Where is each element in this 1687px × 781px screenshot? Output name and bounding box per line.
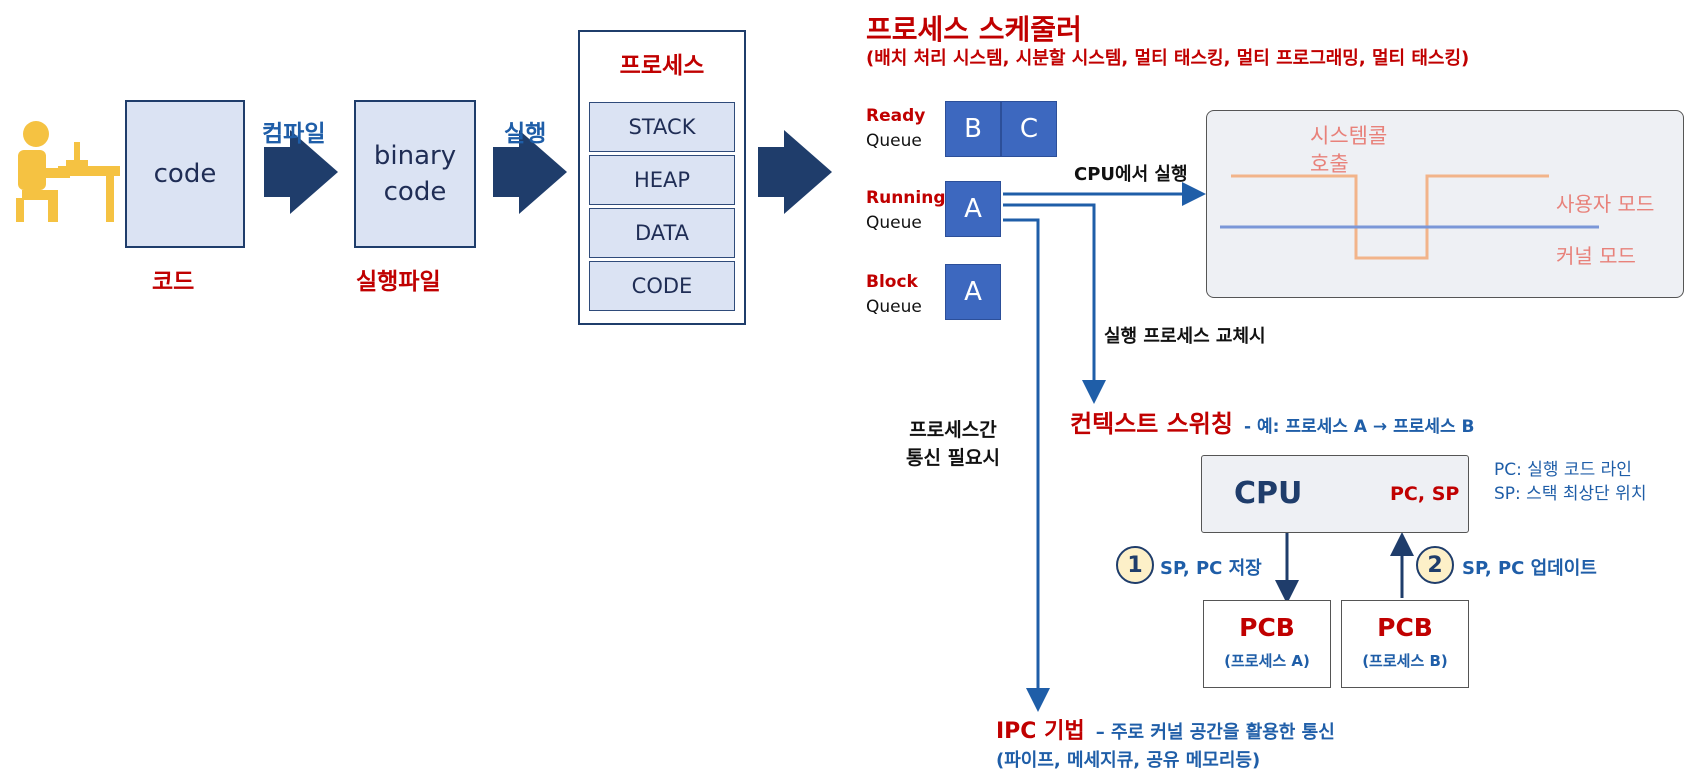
memory-segments: STACK HEAP DATA CODE [589, 102, 735, 314]
syscall-line2: 호출 [1310, 152, 1349, 176]
register-notes: PC: 실행 코드 라인 SP: 스택 최상단 위치 [1494, 458, 1646, 506]
note-sp: SP: 스택 최상단 위치 [1494, 484, 1647, 504]
schedule-arrow [758, 130, 832, 214]
step2-badge: 2 [1416, 546, 1454, 584]
context-switch-title: 컨텍스트 스위칭 [1070, 410, 1233, 438]
segment-stack: STACK [589, 102, 735, 152]
segment-data: DATA [589, 208, 735, 258]
cpu-box: CPU PC, SP [1201, 455, 1469, 533]
cpu-label: CPU [1234, 476, 1303, 511]
scheduler-title: 프로세스 스케줄러 [866, 13, 1082, 46]
run-arrow [493, 130, 567, 214]
segment-code: CODE [589, 261, 735, 311]
running-queue-label: Running Queue [866, 186, 946, 236]
cpu-exec-label: CPU에서 실행 [1074, 164, 1188, 185]
block-item-a: A [945, 264, 1001, 320]
user-mode-line [1231, 174, 1549, 260]
ipc-need-line1: 프로세스간 [909, 419, 997, 441]
binary-box-line1: binary [373, 141, 457, 171]
process-memory-frame: 프로세스 STACK HEAP DATA CODE [578, 30, 746, 325]
syscall-line1: 시스템콜 [1310, 124, 1388, 148]
block-queue-label: Block Queue [866, 270, 922, 320]
ready-queue-text: Queue [866, 131, 922, 151]
ready-queue-label: Ready Queue [866, 104, 925, 154]
running-queue-text: Queue [866, 213, 922, 233]
ipc-heading: IPC 기법 – 주로 커널 공간을 활용한 통신 [996, 713, 1335, 745]
switch-line [1003, 203, 1106, 404]
user-mode-label: 사용자 모드 [1556, 192, 1655, 216]
step1-badge: 1 [1116, 546, 1154, 584]
code-caption: 코드 [152, 269, 195, 295]
ipc-sub: (파이프, 메세지큐, 공유 메모리등) [996, 750, 1261, 771]
pcb-process-b: PCB (프로세스 B) [1341, 600, 1469, 688]
context-switch-example: - 예: 프로세스 A → 프로세스 B [1244, 417, 1475, 437]
ipc-line [1003, 218, 1050, 712]
segment-heap: HEAP [589, 155, 735, 205]
code-box-label: code [153, 159, 217, 189]
ready-label: Ready [866, 106, 926, 126]
developer-icon [16, 121, 120, 222]
syscall-label: 시스템콜 호출 [1310, 122, 1387, 178]
pcb-process-a: PCB (프로세스 A) [1203, 600, 1331, 688]
ipc-title: IPC 기법 [996, 719, 1085, 744]
executable-caption: 실행파일 [356, 269, 441, 295]
context-switch-heading: 컨텍스트 스위칭 - 예: 프로세스 A → 프로세스 B [1070, 404, 1475, 439]
pcb-a-title: PCB [1239, 613, 1295, 642]
ipc-need-label: 프로세스간 통신 필요시 [906, 416, 1000, 472]
kernel-mode-label: 커널 모드 [1556, 244, 1636, 268]
binary-box-line2: code [383, 177, 447, 207]
pcb-b-title: PCB [1377, 613, 1433, 642]
pcb-a-sub: (프로세스 A) [1224, 652, 1310, 670]
replace-label: 실행 프로세스 교체시 [1104, 326, 1266, 347]
pc-sp-label: PC, SP [1390, 483, 1460, 505]
compile-arrow [264, 130, 338, 214]
compile-label: 컴파일 [262, 121, 326, 147]
run-label: 실행 [504, 121, 547, 147]
block-queue-text: Queue [866, 297, 922, 317]
running-item-a: A [945, 181, 1001, 237]
binary-code-box: binary code [354, 100, 476, 248]
running-label: Running [866, 188, 946, 208]
code-box: code [125, 100, 245, 248]
note-pc: PC: 실행 코드 라인 [1494, 460, 1632, 480]
ready-item-c: C [1001, 101, 1057, 157]
step2-label: SP, PC 업데이트 [1462, 558, 1597, 579]
ready-item-b: B [945, 101, 1001, 157]
block-label: Block [866, 272, 918, 292]
process-title: 프로세스 [619, 53, 705, 79]
scheduler-subtitle: (배치 처리 시스템, 시분할 시스템, 멀티 태스킹, 멀티 프로그래밍, 멀… [866, 48, 1470, 69]
pcb-b-sub: (프로세스 B) [1362, 652, 1448, 670]
step1-label: SP, PC 저장 [1160, 558, 1262, 579]
ipc-desc: – 주로 커널 공간을 활용한 통신 [1095, 722, 1335, 743]
ipc-need-line2: 통신 필요시 [906, 447, 1001, 469]
